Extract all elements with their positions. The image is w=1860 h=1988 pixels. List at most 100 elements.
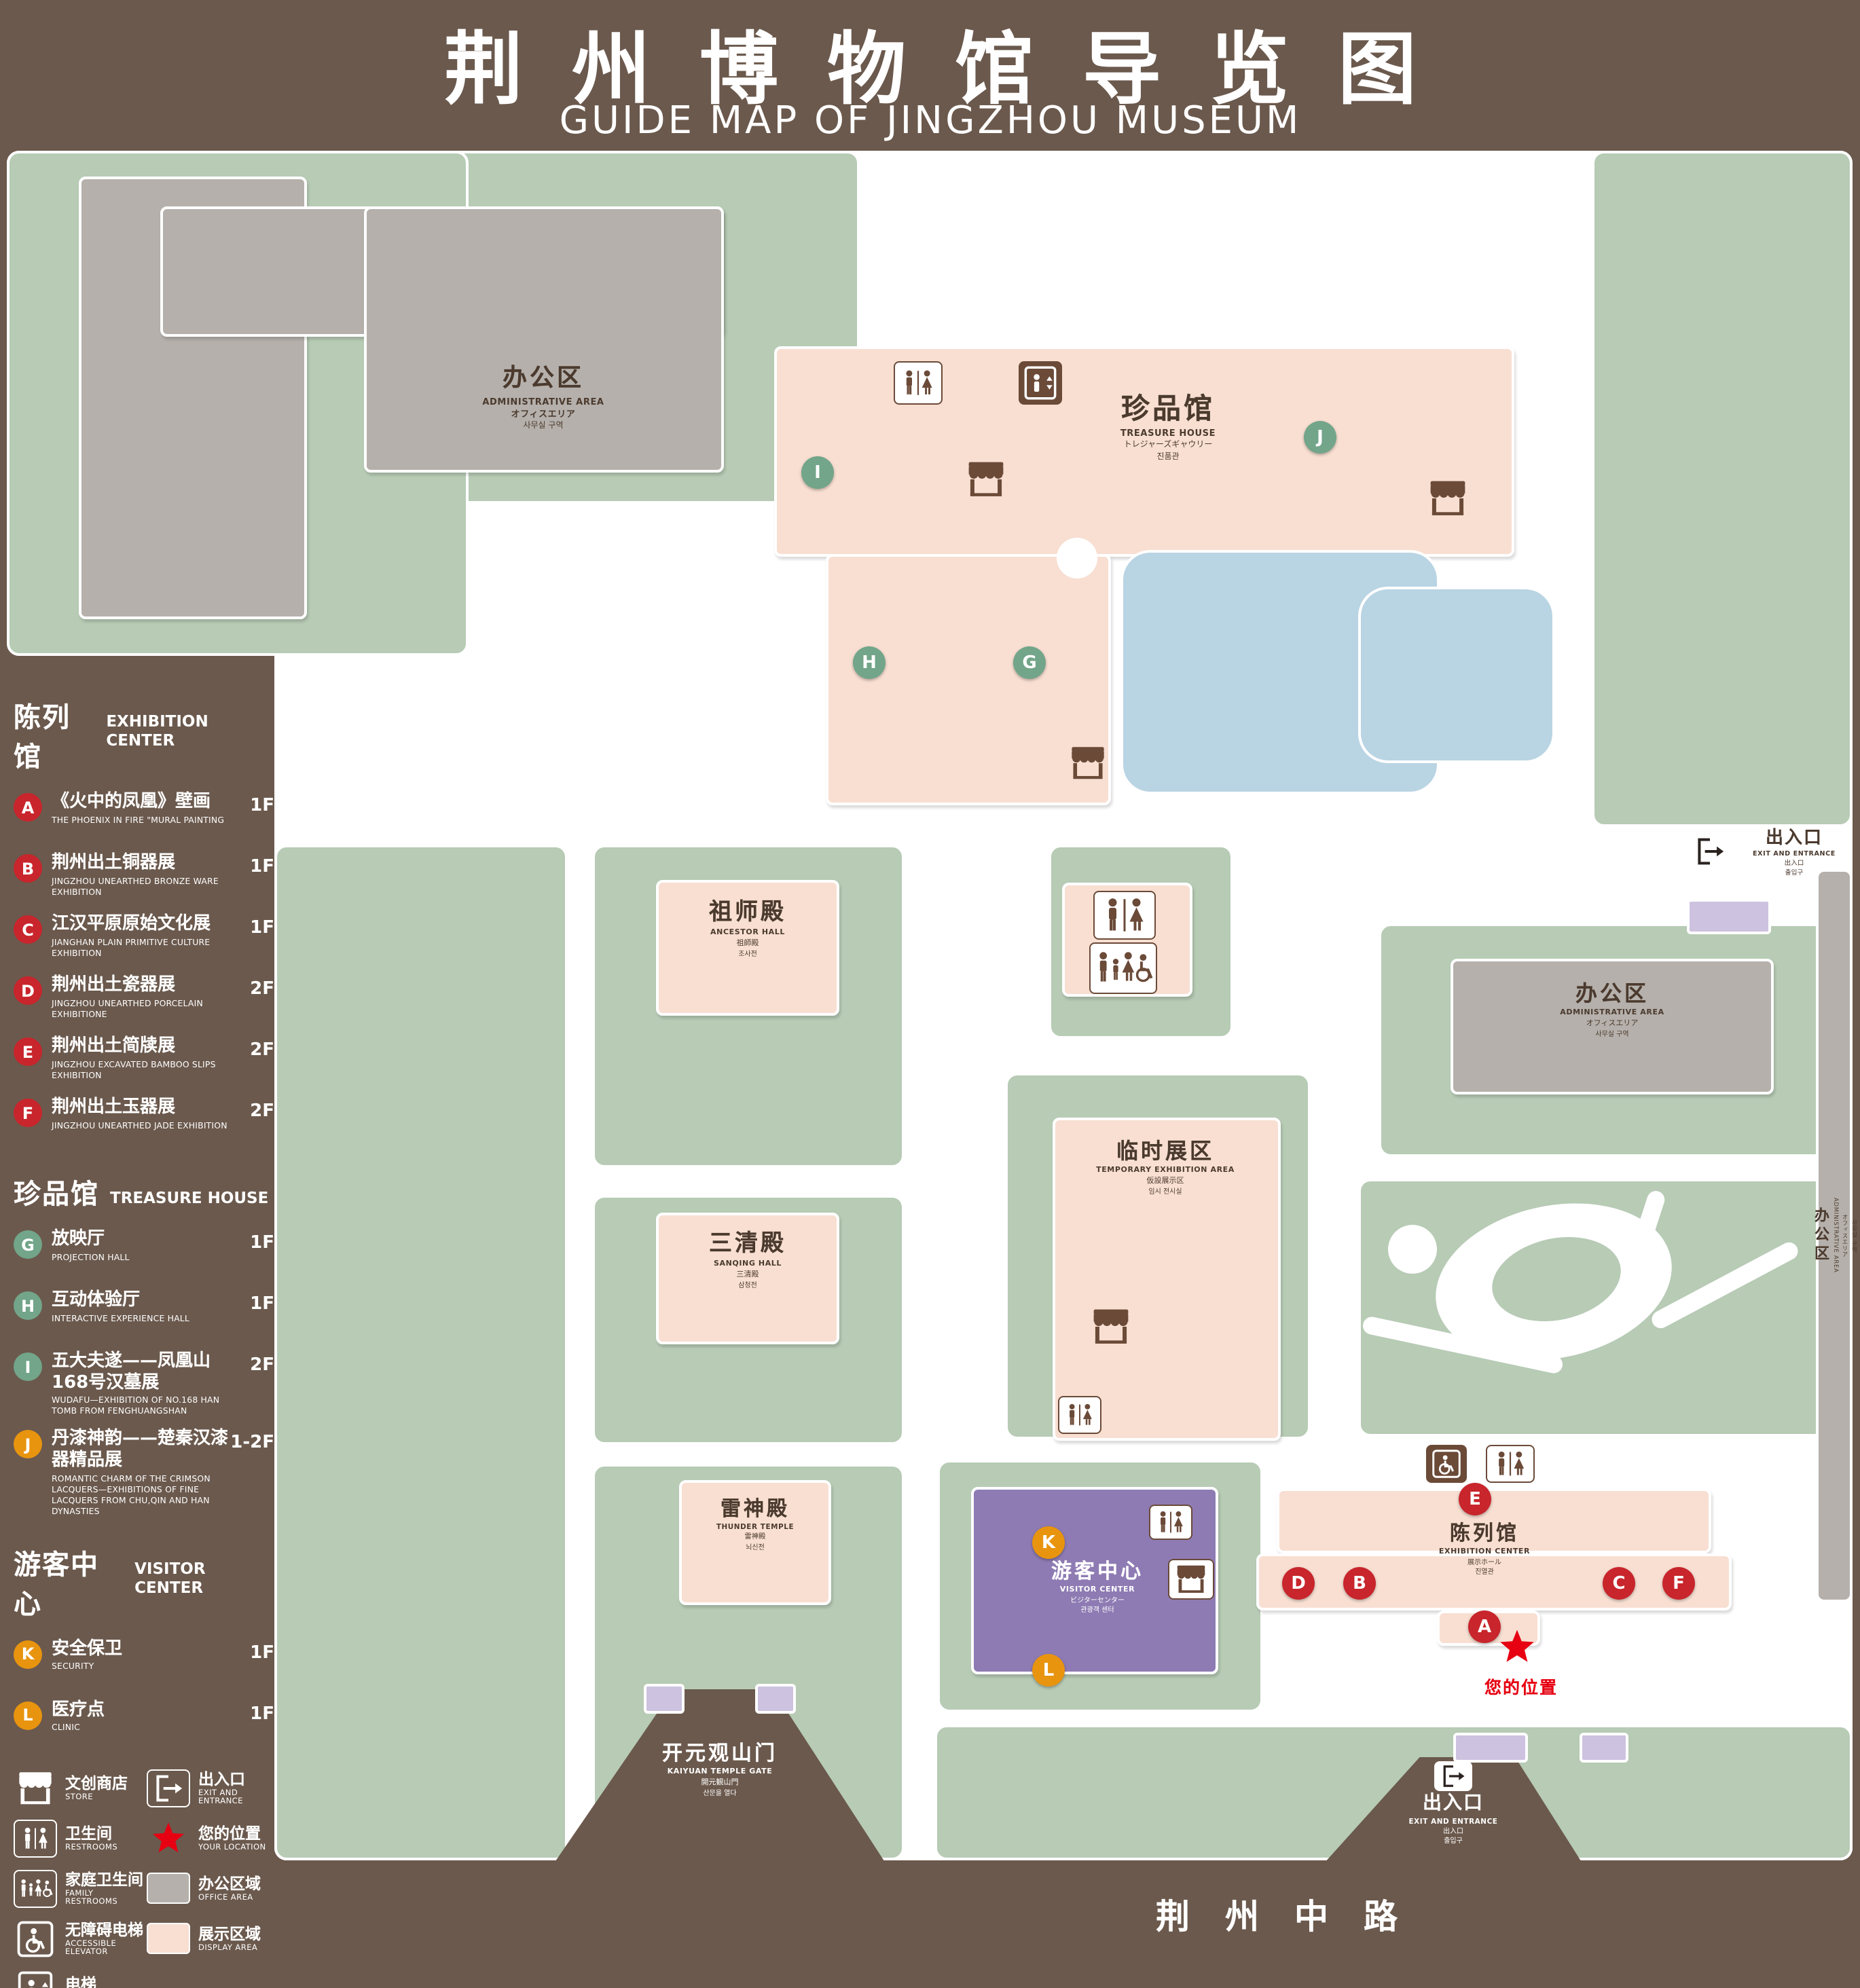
store-icon — [1062, 744, 1114, 782]
restrooms-icon — [894, 361, 943, 405]
map-marker-J: J — [1304, 421, 1336, 454]
store-icon — [1421, 478, 1475, 519]
family-restrooms-icon — [14, 1869, 57, 1908]
your-location-icon — [147, 1820, 190, 1858]
green-area-left-column — [274, 845, 568, 1860]
ancestor-hall-building — [656, 880, 839, 1016]
office-area-swatch — [147, 1873, 190, 1904]
map-marker-F: F — [1662, 1567, 1695, 1600]
green-area-top-right — [1592, 151, 1853, 827]
store-icon — [959, 459, 1013, 500]
family-restrooms-icon — [1089, 942, 1157, 994]
map-marker-B: B — [1343, 1567, 1376, 1600]
kaiyuan-gate-label: 开元观山门 KAIYUAN TEMPLE GATE 開元観山門 산문을 열다 — [661, 1741, 778, 1797]
right-exit-road — [1379, 827, 1853, 923]
restrooms-icon — [1149, 1505, 1192, 1540]
legend-marker-D: D — [14, 976, 42, 1005]
store-icon — [1084, 1306, 1138, 1347]
office-area-strip: 办公区 ADMINISTRATIVE AREA オフィスエリア 사무실 구역 — [1812, 869, 1859, 1602]
right-exit-label: 出入口 EXIT AND ENTRANCE 出入口 출입구 — [1753, 828, 1836, 878]
legend-marker-E: E — [14, 1037, 42, 1066]
exit-icon — [1690, 834, 1730, 869]
legend-marker-F: F — [14, 1099, 42, 1127]
store-icon — [1168, 1559, 1214, 1600]
entrance-canopy — [1580, 1733, 1628, 1763]
gate-tower — [755, 1684, 796, 1714]
display-area-swatch — [147, 1923, 190, 1955]
legend-marker-B: B — [14, 854, 42, 883]
legend-section-exhibition: 陈列馆 EXHIBITION CENTER — [14, 701, 208, 773]
map-marker-C: C — [1603, 1567, 1635, 1600]
legend-marker-I: I — [14, 1352, 42, 1381]
sanqing-hall-label: 三清殿 SANQING HALL 三清殿 삼청전 — [709, 1230, 786, 1290]
legend-marker-J: J — [14, 1430, 42, 1459]
office-strip-label: 办公区 — [1812, 1207, 1830, 1264]
restrooms-icon — [1093, 891, 1156, 940]
entrance-canopy — [1687, 899, 1771, 934]
restrooms-icon — [14, 1819, 57, 1858]
page-subtitle: GUIDE MAP OF JINGZHOU MUSEUM — [559, 98, 1302, 143]
map-marker-E: E — [1459, 1483, 1491, 1515]
admin-building-block — [364, 206, 724, 473]
sanqing-hall-building — [656, 1213, 839, 1344]
pond — [1358, 587, 1555, 763]
map-marker-A: A — [1468, 1610, 1501, 1643]
legend-marker-H: H — [14, 1291, 42, 1320]
park-path — [1388, 1225, 1437, 1274]
ancestor-hall-label: 祖师殿 ANCESTOR HALL 祖師殿 조사전 — [709, 899, 786, 959]
admin-top-label: 办公区 ADMINISTRATIVE AREA オフィスエリア 사무실 구역 — [482, 364, 604, 430]
exit-icon — [1434, 1761, 1472, 1791]
exit-icon — [147, 1769, 190, 1807]
exhibition-center-building — [1256, 1553, 1732, 1610]
legend-marker-A: A — [14, 793, 42, 822]
accessible-elevator-icon — [14, 1920, 57, 1958]
map-marker-H: H — [853, 646, 886, 679]
treasure-house-label: 珍品馆 TREASURE HOUSE トレジャーズギャウリー 진품관 — [1120, 392, 1216, 462]
restrooms-icon — [1058, 1396, 1101, 1434]
temporary-exhibition-building — [1053, 1118, 1281, 1441]
accessible-elevator-icon — [1426, 1445, 1467, 1483]
admin-right-building — [1451, 959, 1774, 1094]
thunder-temple-label: 雷神殿 THUNDER TEMPLE 雷神殿 뇌신전 — [716, 1496, 795, 1552]
entrance-canopy — [1453, 1733, 1528, 1763]
restrooms-icon — [1486, 1445, 1535, 1483]
map-marker-I: I — [801, 456, 834, 489]
page-title: 荆州博物馆导览图 — [443, 23, 1465, 115]
legend-section-visitor: 游客中心 VISITOR CENTER — [14, 1547, 206, 1620]
admin-right-label: 办公区 ADMINISTRATIVE AREA オフィスエリア 사무실 구역 — [1560, 980, 1664, 1039]
map-marker-G: G — [1013, 646, 1046, 679]
legend-marker-C: C — [14, 915, 42, 944]
plaza-circle — [1057, 538, 1097, 578]
gate-tower — [644, 1684, 685, 1714]
road-label: 荆州中路 — [1155, 1897, 1433, 1936]
legend-marker-G: G — [14, 1230, 42, 1259]
bottom-exit-label: 出入口 EXIT AND ENTRANCE 出入口 출입구 — [1408, 1792, 1498, 1846]
visitor-center-label: 游客中心 VISITOR CENTER ビジターセンター 관광객 센터 — [1051, 1559, 1144, 1615]
your-location-text: 您的位置 — [1484, 1677, 1558, 1697]
your-location-icon — [1497, 1627, 1537, 1668]
store-icon — [14, 1769, 57, 1807]
map-marker-D: D — [1282, 1567, 1315, 1600]
legend-marker-K: K — [14, 1640, 42, 1669]
